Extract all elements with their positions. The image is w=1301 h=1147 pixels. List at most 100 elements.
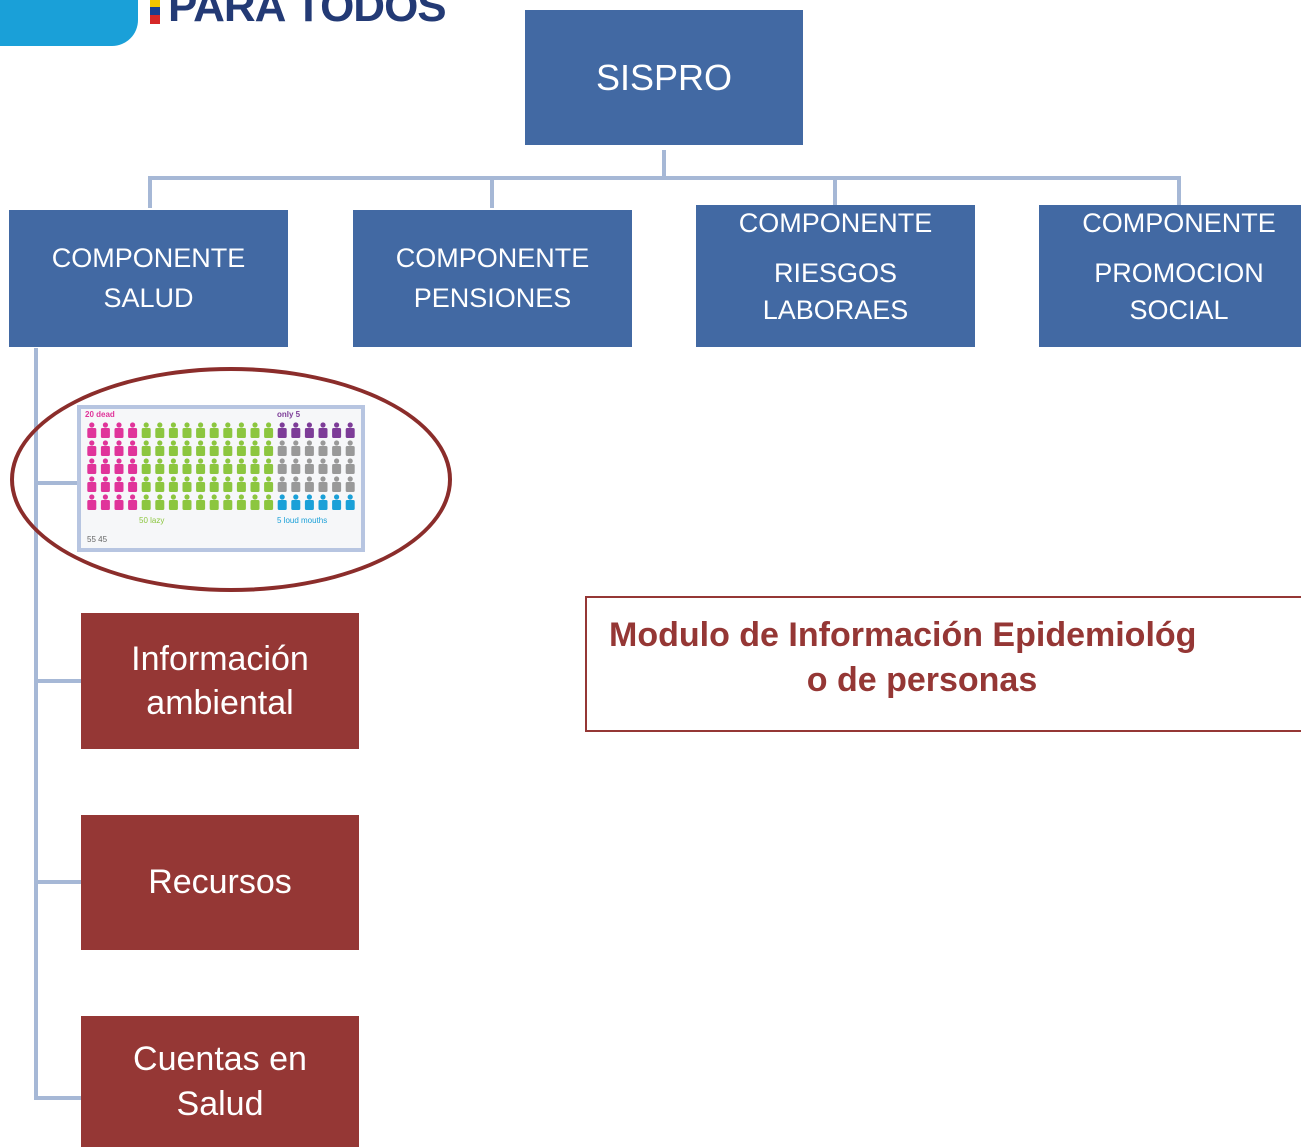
- person-icon: [332, 476, 342, 492]
- component-pensiones-line-2: PENSIONES: [413, 282, 572, 313]
- person-icon: [141, 458, 151, 474]
- person-icon: [318, 440, 328, 456]
- logo-text: PARA TODOS: [168, 0, 447, 31]
- person-icon: [182, 494, 192, 510]
- person-icon: [100, 422, 110, 438]
- person-icon: [345, 422, 355, 438]
- person-icon: [100, 476, 110, 492]
- person-icon: [264, 440, 274, 456]
- highlight-ellipse: [10, 367, 452, 592]
- person-icon: [250, 458, 260, 474]
- infographic-people-icons: [87, 422, 355, 510]
- person-icon: [114, 494, 124, 510]
- infographic-footer-left: 55 45: [87, 535, 108, 544]
- component-pensiones: COMPONENTE PENSIONES: [353, 210, 632, 347]
- person-icon: [264, 494, 274, 510]
- person-icon: [236, 440, 246, 456]
- infographic-label-top-left: 20 dead: [85, 410, 115, 419]
- person-icon: [318, 476, 328, 492]
- connector-comp-1: [148, 176, 152, 208]
- component-riesgos: COMPONENTE RIESGOS LABORAES: [696, 205, 975, 347]
- person-icon: [87, 458, 97, 474]
- component-salud-line-2: SALUD: [103, 282, 194, 313]
- person-icon: [168, 458, 178, 474]
- person-icon: [168, 422, 178, 438]
- component-riesgos-line-2: RIESGOS: [773, 258, 898, 289]
- person-icon: [128, 494, 138, 510]
- infographic-label-top-right: only 5: [277, 410, 301, 419]
- person-icon: [223, 422, 233, 438]
- subitem-cuentas-line-2: Salud: [176, 1084, 264, 1123]
- subitem-cuentas-line-1: Cuentas en: [133, 1040, 307, 1079]
- person-icon: [304, 458, 314, 474]
- person-icon: [264, 422, 274, 438]
- person-icon: [250, 422, 260, 438]
- flag-icon: [150, 0, 160, 24]
- person-icon: [277, 458, 287, 474]
- person-icon: [304, 476, 314, 492]
- person-icon: [304, 494, 314, 510]
- component-promocion-line-2: PROMOCION: [1094, 258, 1264, 289]
- person-icon: [332, 458, 342, 474]
- person-icon: [209, 494, 219, 510]
- person-icon: [87, 476, 97, 492]
- person-icon: [141, 422, 151, 438]
- population-infographic: 20 dead only 5 50 lazy 5 loud mouths 55 …: [77, 405, 365, 552]
- connector-comp-3: [833, 176, 837, 208]
- person-icon: [223, 494, 233, 510]
- person-icon: [332, 440, 342, 456]
- person-icon: [128, 458, 138, 474]
- person-icon: [264, 476, 274, 492]
- person-icon: [182, 440, 192, 456]
- person-icon: [291, 476, 301, 492]
- person-icon: [250, 494, 260, 510]
- person-icon: [318, 494, 328, 510]
- connector-branch-recursos: [34, 880, 82, 884]
- person-icon: [250, 476, 260, 492]
- person-icon: [318, 422, 328, 438]
- person-icon: [196, 494, 206, 510]
- connector-branch-cuentas: [34, 1096, 82, 1100]
- component-salud: COMPONENTE SALUD: [9, 210, 288, 347]
- subitem-recursos: Recursos: [81, 815, 359, 950]
- person-icon: [277, 440, 287, 456]
- subitem-informacion-ambiental-line-2: ambiental: [146, 684, 294, 722]
- root-label: SISPRO: [595, 56, 733, 98]
- person-icon: [155, 440, 165, 456]
- person-icon: [209, 476, 219, 492]
- person-icon: [155, 422, 165, 438]
- module-line-1: Modulo de Información Epidemiológ: [609, 616, 1197, 654]
- person-icon: [155, 476, 165, 492]
- person-icon: [128, 440, 138, 456]
- connector-comp-2: [490, 176, 494, 208]
- component-promocion-line-1: COMPONENTE: [1082, 208, 1276, 238]
- person-icon: [182, 458, 192, 474]
- person-icon: [236, 422, 246, 438]
- person-icon: [209, 440, 219, 456]
- component-pensiones-line-1: COMPONENTE: [395, 243, 590, 274]
- person-icon: [114, 476, 124, 492]
- person-icon: [114, 440, 124, 456]
- person-icon: [223, 476, 233, 492]
- root-node: SISPRO: [525, 10, 803, 145]
- component-salud-line-1: COMPONENTE: [51, 243, 246, 274]
- person-icon: [196, 458, 206, 474]
- person-icon: [100, 458, 110, 474]
- person-icon: [168, 494, 178, 510]
- person-icon: [277, 422, 287, 438]
- person-icon: [277, 494, 287, 510]
- person-icon: [345, 476, 355, 492]
- component-promocion-line-3: SOCIAL: [1129, 294, 1229, 325]
- connector-comp-4: [1177, 176, 1181, 208]
- person-icon: [264, 458, 274, 474]
- component-riesgos-line-1: COMPONENTE: [738, 208, 933, 238]
- person-icon: [236, 476, 246, 492]
- person-icon: [345, 440, 355, 456]
- connector-root-down: [662, 150, 666, 178]
- person-icon: [318, 458, 328, 474]
- subitem-cuentas-en-salud: Cuentas en Salud: [81, 1016, 359, 1147]
- person-icon: [236, 494, 246, 510]
- person-icon: [332, 422, 342, 438]
- infographic-label-bottom-middle: 50 lazy: [139, 516, 165, 525]
- person-icon: [128, 422, 138, 438]
